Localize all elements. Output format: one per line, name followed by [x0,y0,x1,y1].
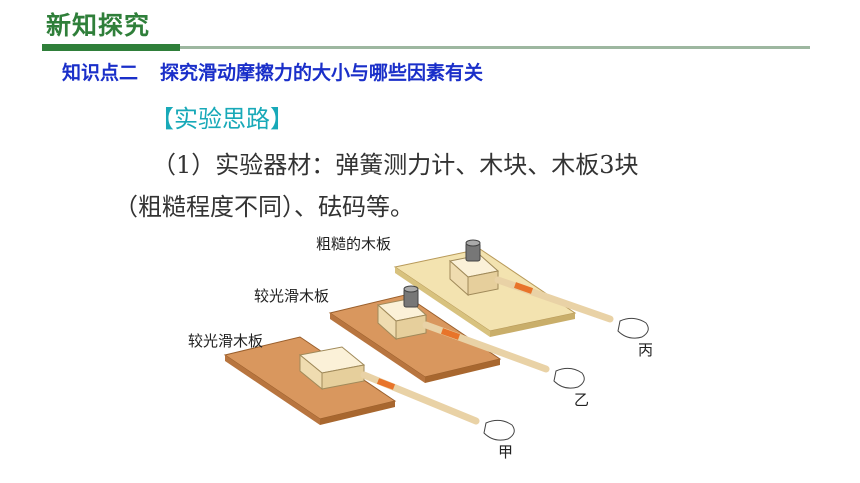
header-bar-line [180,46,810,49]
setup-yi: 乙 [328,285,589,409]
mark-jia: 甲 [498,443,513,461]
content-line-2: （粗糙程度不同）、砝码等。 [114,193,414,221]
label-rough-board: 粗糙的木板 [316,235,391,253]
knowledge-point-index: 知识点二 [62,62,139,84]
knowledge-point: 知识点二探究滑动摩擦力的大小与哪些因素有关 [62,58,483,85]
mark-bing: 丙 [638,341,653,359]
section-title: 【实验思路】 [150,105,294,133]
hand-yi [553,367,585,389]
setup-jia: 甲 [223,336,515,461]
header-title: 新知探究 [46,11,151,40]
label-smooth-board-bottom: 较光滑木板 [188,332,263,350]
hand-bing [617,317,649,339]
knowledge-point-topic: 探究滑动摩擦力的大小与哪些因素有关 [160,62,484,84]
setup-bing: 丙 [393,239,653,359]
mark-yi: 乙 [574,391,589,409]
content-line-1: （1）实验器材：弹簧测力计、木块、木板3块 [152,151,639,179]
header-bar-accent [42,44,180,51]
label-smooth-board-top: 较光滑木板 [254,287,329,305]
experiment-figure: 丙 乙 甲 粗糙的木板 较光滑木板 较光滑木板 [188,235,653,461]
hand-jia [483,419,515,441]
